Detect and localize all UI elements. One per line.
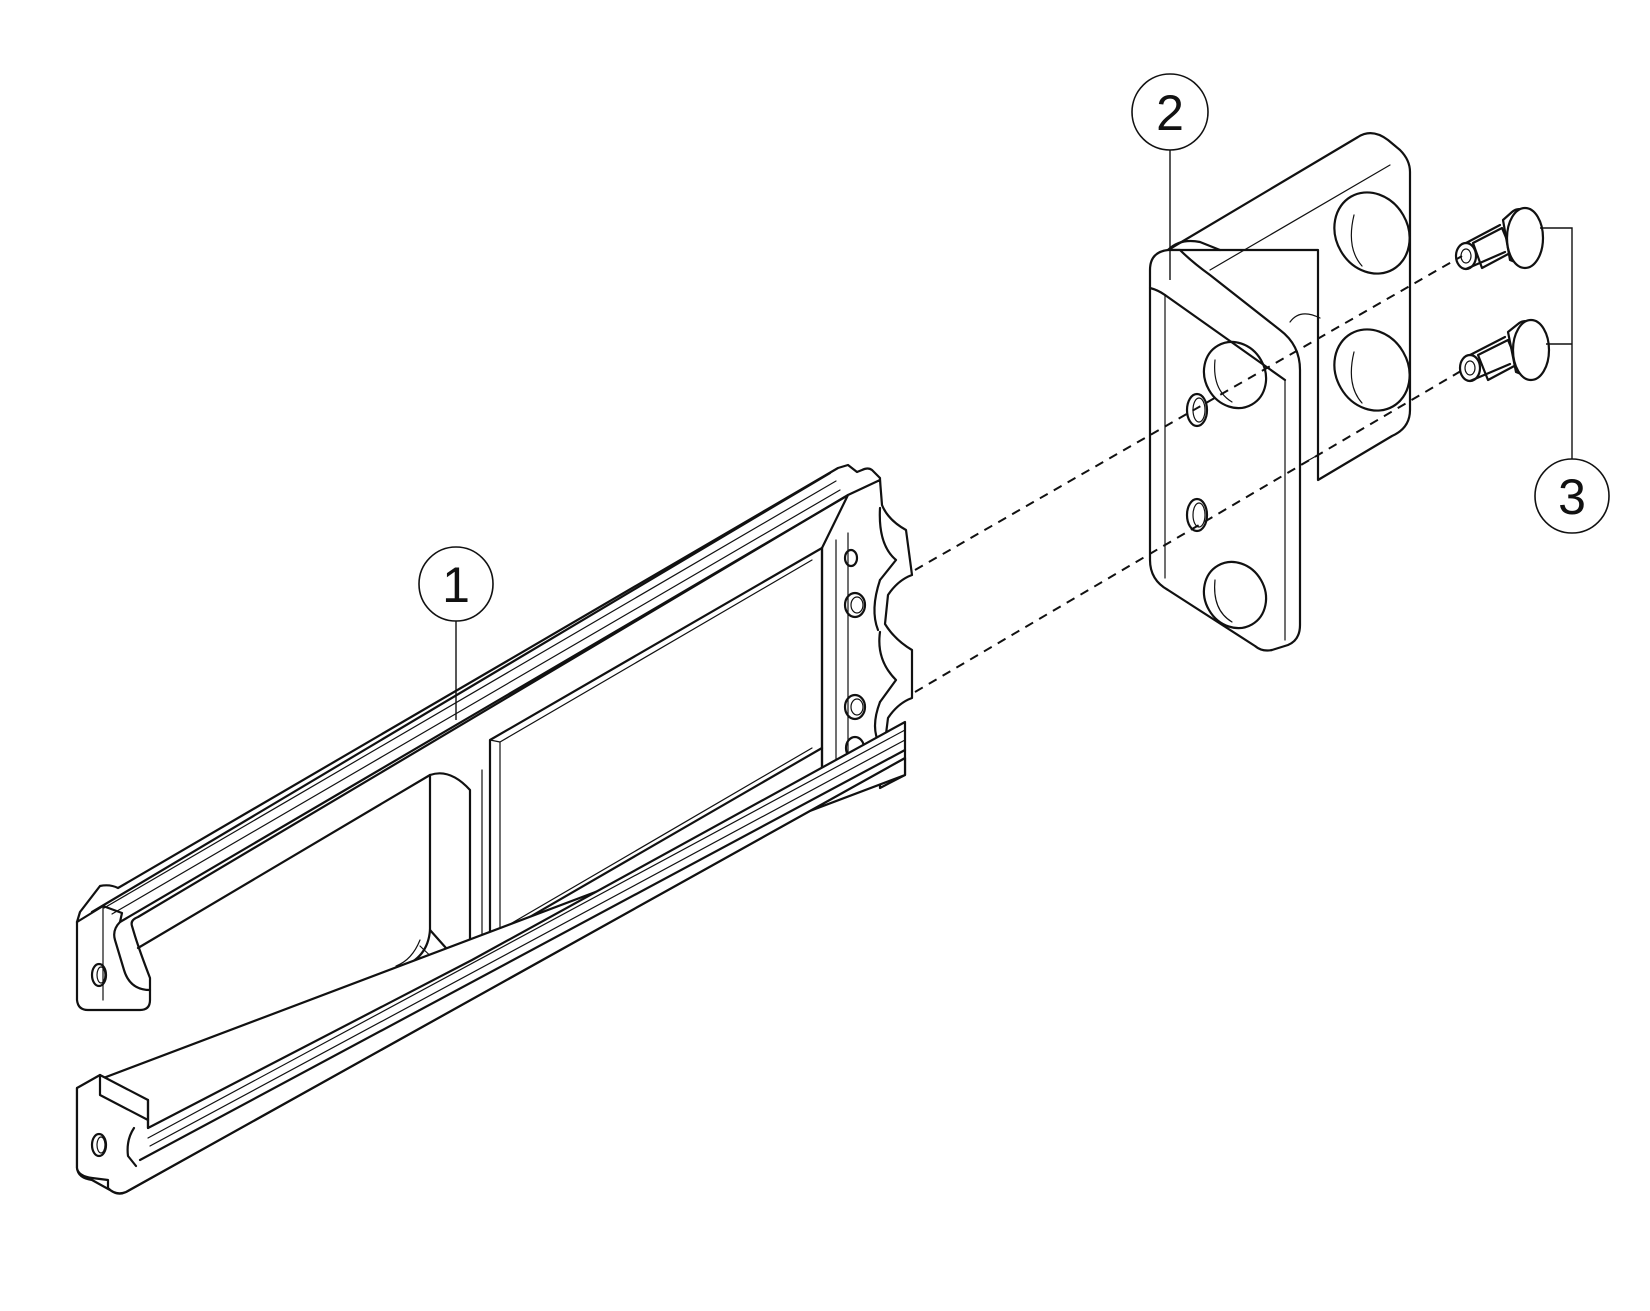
bracket-part <box>1148 132 1412 652</box>
screw-lower <box>1458 318 1551 383</box>
callout-3-label: 3 <box>1558 469 1586 525</box>
rail-part <box>75 463 914 1195</box>
callout-3: 3 <box>1534 227 1610 534</box>
screw-upper <box>1454 206 1545 271</box>
callout-2: 2 <box>1131 73 1209 280</box>
screws-part <box>1454 206 1551 383</box>
assembly-axis-lines <box>914 255 1467 693</box>
callout-1-bubble <box>418 546 494 622</box>
axis-line-lower <box>914 367 1467 693</box>
callout-2-bubble <box>1131 73 1209 151</box>
callout-2-label: 2 <box>1156 85 1184 141</box>
callout-1: 1 <box>418 546 494 720</box>
callout-3-bracket-leader <box>1540 227 1573 460</box>
callout-3-bubble <box>1534 458 1610 534</box>
callout-1-label: 1 <box>442 557 470 613</box>
